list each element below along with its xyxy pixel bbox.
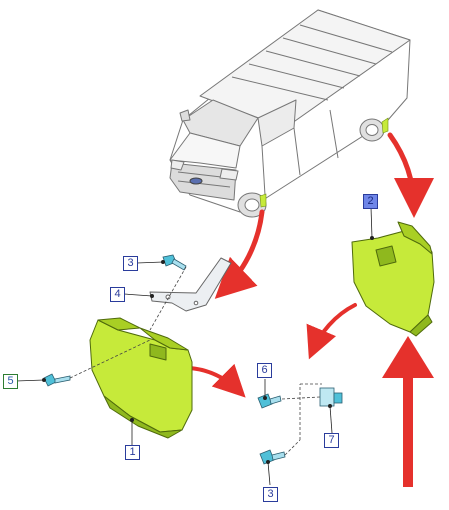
screw-part-top xyxy=(162,254,187,271)
callout-2: 2 xyxy=(363,194,378,209)
arrow-van-to-rear-mudflap xyxy=(387,132,434,218)
van-illustration xyxy=(169,9,411,218)
callout-3-bottom: 3 xyxy=(263,487,278,502)
assembly-lines xyxy=(69,266,322,456)
arrow-rear-to-fasteners xyxy=(306,303,357,360)
screw-part-6 xyxy=(257,393,282,409)
callout-5: 5 xyxy=(3,374,18,389)
callout-6: 6 xyxy=(257,363,272,378)
screw-part-3-bottom xyxy=(259,449,286,465)
leader-lines xyxy=(15,206,374,486)
rear-mudflap-part xyxy=(351,221,435,337)
van-front-mudflap-spot xyxy=(259,193,267,208)
clip-part xyxy=(319,387,343,407)
van-rear-mudflap-spot xyxy=(381,117,389,134)
callout-1: 1 xyxy=(125,445,140,460)
screw-part-left xyxy=(43,373,71,387)
big-up-arrow xyxy=(382,336,434,487)
direction-arrows xyxy=(188,132,434,398)
arrow-van-to-bracket xyxy=(214,209,265,299)
arrow-front-to-fasteners xyxy=(188,363,246,398)
callout-4: 4 xyxy=(110,287,125,302)
front-mudflap-part xyxy=(89,317,193,439)
bracket-part xyxy=(149,257,232,312)
callout-7: 7 xyxy=(324,433,339,448)
callout-3-top: 3 xyxy=(123,256,138,271)
